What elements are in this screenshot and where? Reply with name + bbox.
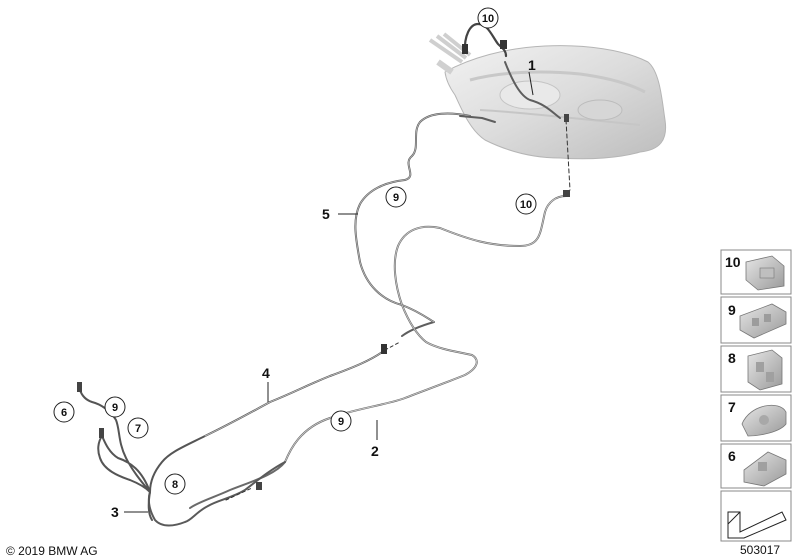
svg-text:8: 8 [728, 350, 736, 366]
copyright-text: © 2019 BMW AG [6, 544, 98, 558]
leader-lines [124, 71, 534, 513]
callout-9-lower: 9 [330, 410, 352, 432]
callout-8: 8 [164, 473, 186, 495]
svg-text:10: 10 [725, 254, 741, 270]
callout-10-top: 10 [477, 7, 499, 29]
svg-text:7: 7 [728, 399, 736, 415]
svg-text:10: 10 [520, 199, 532, 211]
callout-6: 6 [53, 401, 75, 423]
svg-text:10: 10 [482, 13, 494, 25]
svg-text:9: 9 [728, 302, 736, 318]
callout-10-right: 10 [515, 193, 537, 215]
diagram-number: 503017 [740, 543, 780, 557]
vent-hose-top [463, 22, 508, 58]
part-label-1: 1 [528, 57, 536, 73]
svg-text:6: 6 [728, 448, 736, 464]
svg-text:9: 9 [338, 416, 344, 428]
part-label-4: 4 [262, 365, 270, 381]
legend-item-10: 10 [720, 249, 792, 295]
part-label-3: 3 [111, 504, 119, 520]
fuel-line-3 [79, 389, 153, 521]
svg-text:8: 8 [172, 479, 178, 491]
callout-9-mid: 9 [385, 186, 407, 208]
legend-item-6: 6 [720, 443, 792, 489]
legend-item-8: 8 [720, 345, 792, 393]
callout-9-left: 9 [104, 396, 126, 418]
fuel-line-2 [147, 461, 286, 527]
callouts: 10 10 9 9 9 8 7 6 [53, 7, 537, 495]
svg-text:9: 9 [112, 402, 118, 414]
part-label-2: 2 [371, 443, 379, 459]
legend-item-7: 7 [720, 394, 792, 442]
svg-text:6: 6 [61, 407, 67, 419]
svg-text:7: 7 [135, 423, 141, 435]
legend-arrow-box [720, 490, 792, 542]
fuel-tank [428, 32, 667, 160]
callout-7: 7 [127, 417, 149, 439]
part-labels: 1 5 4 2 3 [111, 57, 536, 520]
part-label-5: 5 [322, 206, 330, 222]
fuel-lines [77, 22, 571, 527]
vent-line [189, 195, 567, 509]
legend-item-9: 9 [720, 296, 792, 344]
parts-legend: 10 9 8 7 6 [720, 249, 792, 542]
arrow-icon [727, 511, 787, 539]
svg-text:9: 9 [393, 192, 399, 204]
